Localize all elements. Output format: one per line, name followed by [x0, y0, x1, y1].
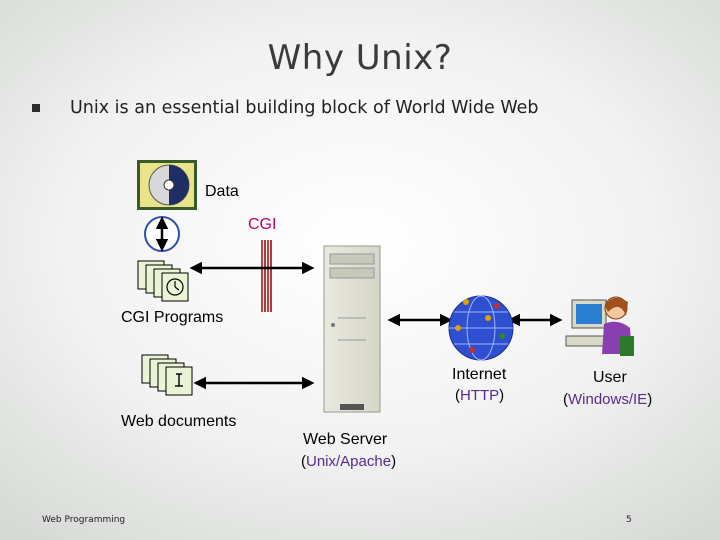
- page-number: 5: [626, 515, 632, 525]
- slide-title: Why Unix?: [267, 38, 453, 78]
- server-label: Web Server: [303, 431, 388, 448]
- internet-protocol: (HTTP): [455, 387, 505, 404]
- cgi-programs-label: CGI Programs: [121, 309, 224, 326]
- user-label: User: [593, 369, 627, 386]
- bullet-text: Unix is an essential building block of W…: [70, 98, 539, 118]
- footer-course: Web Programming: [42, 515, 126, 525]
- user-platform: (Windows/IE): [563, 391, 653, 408]
- data-label: Data: [205, 183, 239, 200]
- bullet-marker: [32, 104, 40, 112]
- user-platform-text: Windows/IE: [568, 391, 648, 408]
- database-icon: [137, 160, 197, 210]
- internet-protocol-text: HTTP: [460, 387, 500, 404]
- web-documents-icon: [141, 354, 193, 396]
- server-icon: [323, 245, 381, 413]
- cgi-label: CGI: [248, 216, 277, 233]
- cgi-boundary-lines: [261, 240, 272, 312]
- cgi-interface-icon: [144, 216, 180, 252]
- internet-globe-icon: [448, 295, 514, 361]
- user-computer-icon: [565, 296, 634, 356]
- cgi-programs-icon: [137, 260, 189, 302]
- internet-label: Internet: [452, 366, 507, 383]
- server-platform-text: Unix/Apache: [306, 453, 392, 470]
- server-platform: (Unix/Apache): [301, 453, 397, 470]
- web-documents-label: Web documents: [121, 413, 237, 430]
